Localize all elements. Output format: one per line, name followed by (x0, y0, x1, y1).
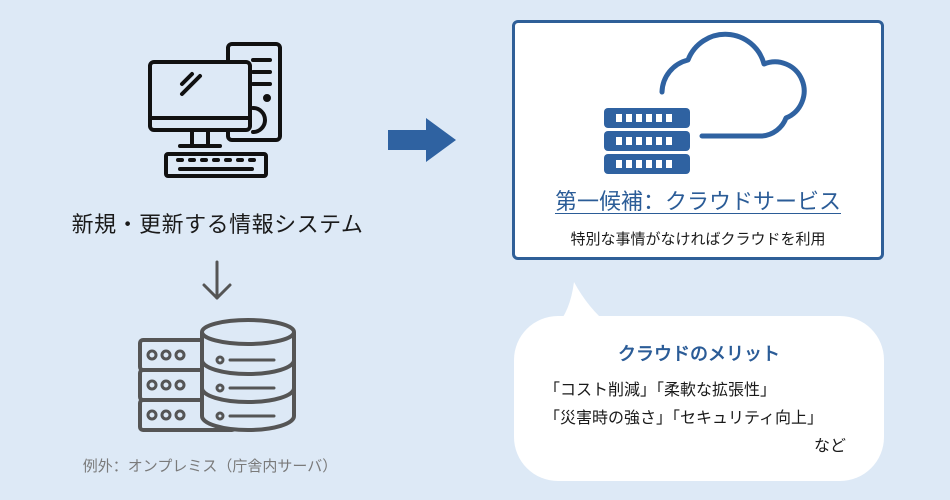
arrow-right-icon (386, 118, 458, 162)
merits-title: クラウドのメリット (618, 344, 780, 365)
merit-line: 「災害時の強さ」「セキュリティ向上」 (544, 408, 824, 427)
desktop-computer-icon (140, 36, 290, 186)
cloud-server-icon (592, 26, 807, 176)
candidate-subtitle: 特別な事情がなければクラウドを利用 (570, 230, 826, 248)
merit-line: など (813, 436, 846, 455)
speech-bubble-tail (552, 282, 612, 326)
arrow-down-icon (198, 258, 236, 306)
cloud-candidate-box (512, 20, 884, 260)
merits-bubble (514, 316, 884, 481)
onprem-example-label: 例外：オンプレミス（庁舎内サーバ） (82, 457, 338, 475)
system-label: 新規・更新する情報システム (71, 213, 364, 238)
candidate-title: 第一候補：クラウドサービス (554, 190, 841, 215)
server-database-icon (134, 318, 299, 443)
merit-line: 「コスト削減」「柔軟な拡張性」 (544, 380, 777, 399)
